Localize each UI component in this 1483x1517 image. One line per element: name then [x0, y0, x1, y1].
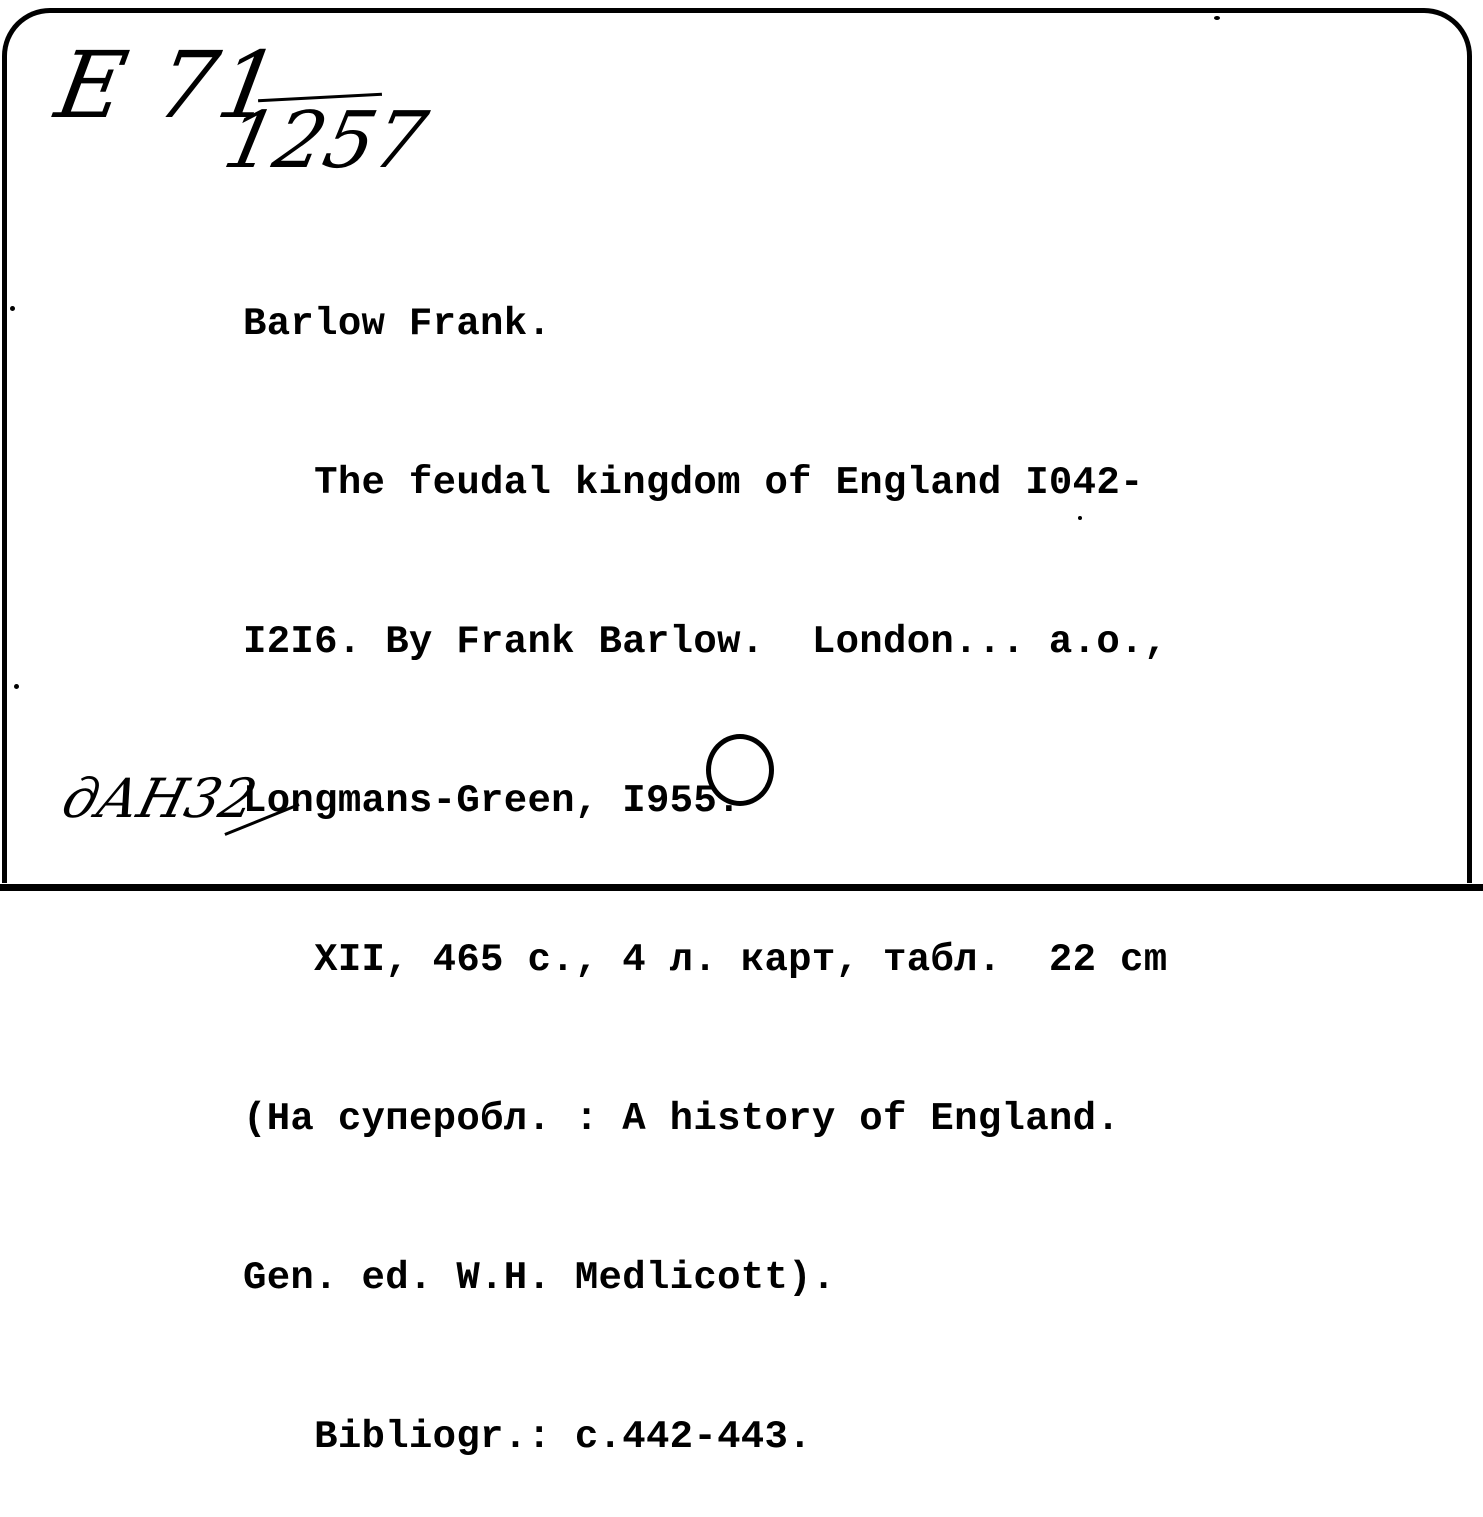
ink-speck [1078, 516, 1082, 520]
ink-speck [10, 306, 15, 311]
entry-line-series: (На суперобл. : A history of England. [243, 1097, 1121, 1141]
entry-line-bibliography: Bibliogr.: c.442-443. [243, 1415, 812, 1459]
entry-line-publisher: Longmans-Green, I955. [243, 779, 741, 823]
ink-speck [14, 684, 19, 689]
shelfmark-number: 1257 [216, 96, 435, 186]
entry-line-author: Barlow Frank. [243, 302, 552, 346]
inventory-mark: дАН32 [56, 767, 263, 830]
ink-speck [1214, 16, 1220, 20]
card-punch-hole [706, 734, 774, 806]
entry-line-title-cont: I2I6. By Frank Barlow. London... a.o., [243, 620, 1168, 664]
card-bottom-edge [0, 884, 1483, 891]
entry-line-title: The feudal kingdom of England I042- [243, 461, 1144, 505]
entry-line-series-cont: Gen. ed. W.H. Medlicott). [243, 1256, 836, 1300]
entry-line-collation: XII, 465 c., 4 л. карт, табл. 22 cm [243, 938, 1168, 982]
bibliographic-entry: Barlow Frank. The feudal kingdom of Engl… [243, 192, 1167, 1517]
